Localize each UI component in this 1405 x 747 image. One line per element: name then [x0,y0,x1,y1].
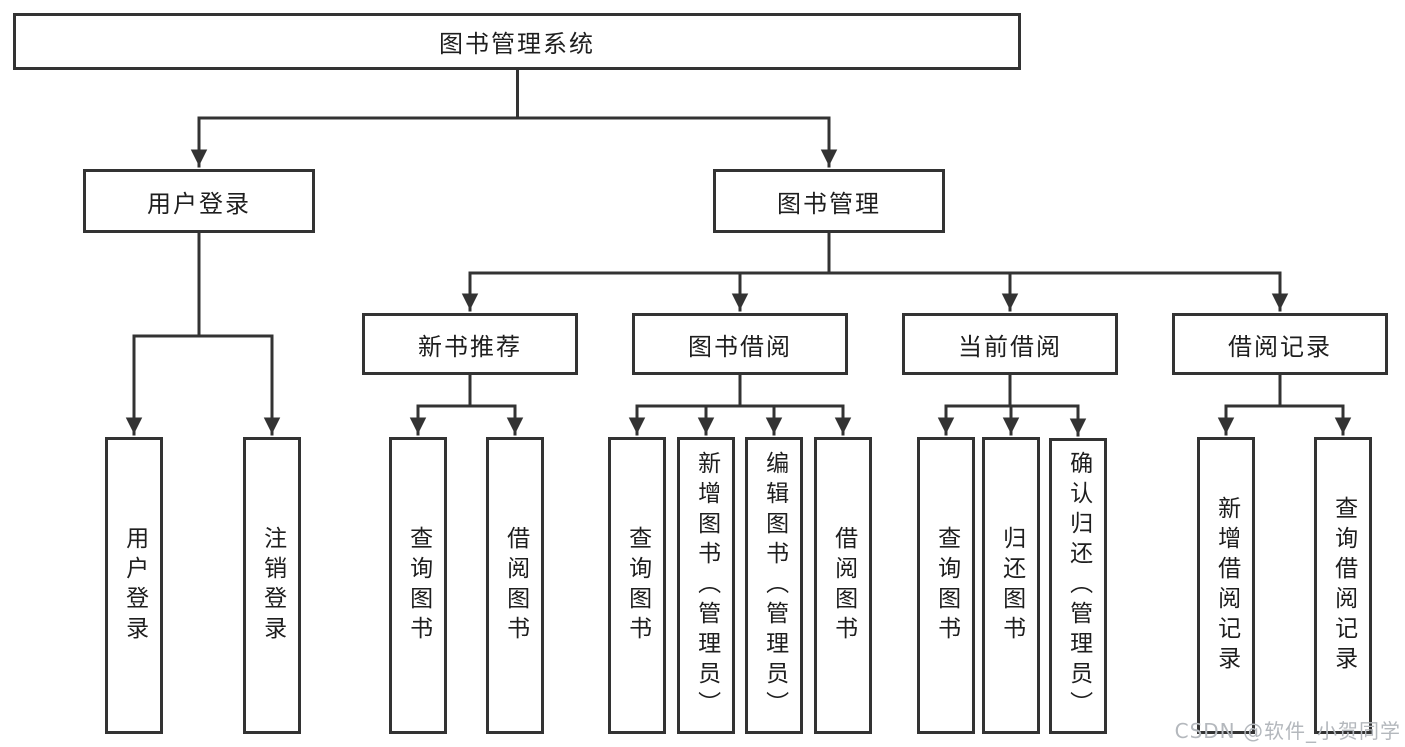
node-leaf-query-books-2: 查询图书 [608,437,666,734]
connector-records-spine [1224,373,1345,408]
node-leaf-return-book: 归还图书 [982,437,1040,734]
connector-login-spine [132,231,274,338]
connector-borrow-spine [635,373,845,408]
node-leaf-borrow-books-1: 借阅图书 [486,437,544,734]
node-user-login: 用户登录 [83,169,315,233]
connector-bookmgmt-spine [468,231,1282,275]
node-borrow-records: 借阅记录 [1172,313,1388,375]
node-leaf-query-books-1: 查询图书 [389,437,447,734]
node-leaf-edit-book-admin: 编辑图书（管理员） [745,437,803,734]
connector-root-spine [197,68,831,120]
node-leaf-query-borrow-record: 查询借阅记录 [1314,437,1372,734]
node-leaf-confirm-return-admin: 确认归还（管理员） [1049,438,1107,734]
connector-current-spine [944,373,1080,408]
node-current-borrow: 当前借阅 [902,313,1118,375]
node-leaf-borrow-books-2: 借阅图书 [814,437,872,734]
node-book-management: 图书管理 [713,169,945,233]
node-leaf-query-books-3: 查询图书 [917,437,975,734]
csdn-watermark: CSDN @软件_小贺同学 [1174,719,1401,743]
node-book-borrow: 图书借阅 [632,313,848,375]
node-new-book-recommend: 新书推荐 [362,313,578,375]
node-root-system: 图书管理系统 [13,13,1021,70]
node-leaf-add-book-admin: 新增图书（管理员） [677,437,735,734]
connector-newbook-spine [416,373,517,408]
node-leaf-logout: 注销登录 [243,437,301,734]
node-leaf-add-borrow-record: 新增借阅记录 [1197,437,1255,734]
node-leaf-user-login: 用户登录 [105,437,163,734]
